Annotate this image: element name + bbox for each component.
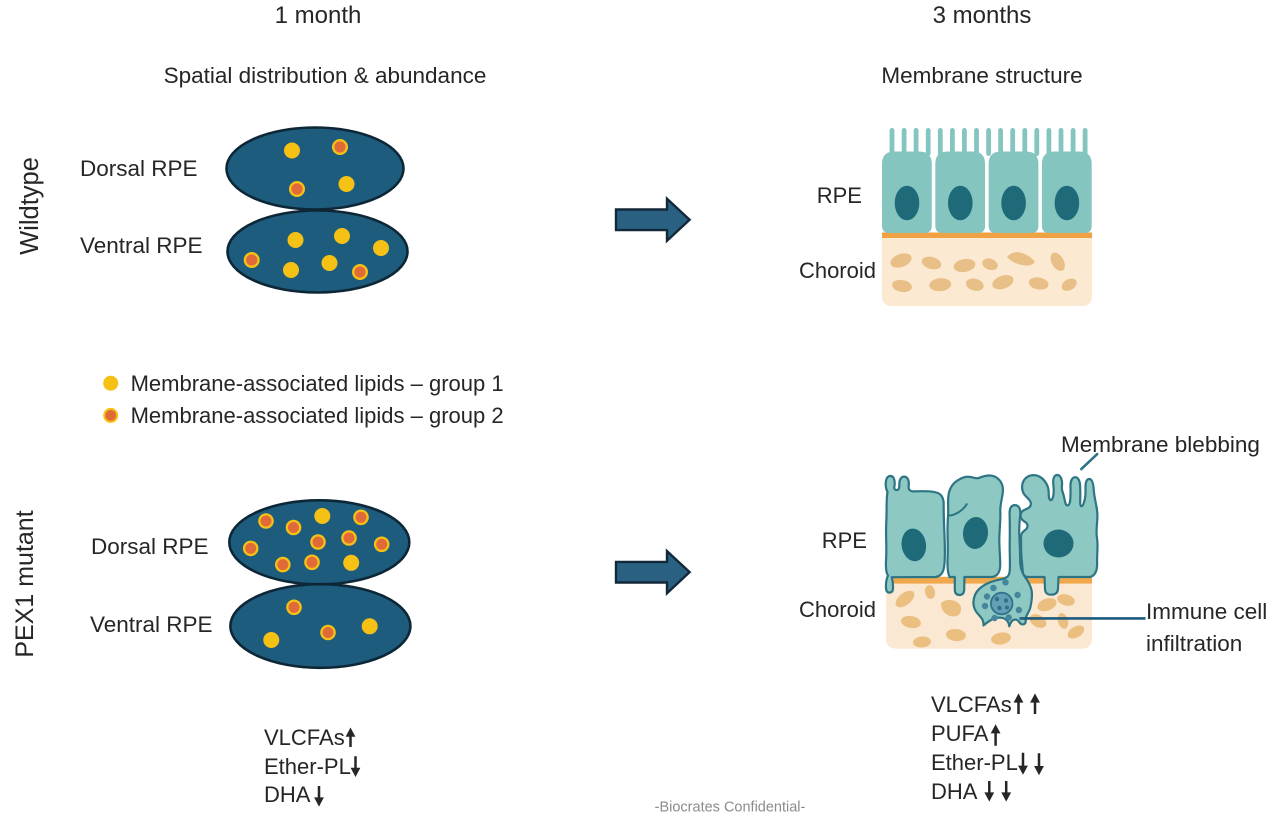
svg-text:RPE: RPE xyxy=(822,528,867,553)
svg-text:Choroid: Choroid xyxy=(799,258,876,283)
svg-text:Immune cell: Immune cell xyxy=(1146,599,1267,624)
svg-text:PEX1 mutant: PEX1 mutant xyxy=(11,510,39,657)
svg-text:Ventral RPE: Ventral RPE xyxy=(90,612,213,637)
svg-text:Dorsal RPE: Dorsal RPE xyxy=(91,534,209,559)
svg-text:Spatial distribution & abundan: Spatial distribution & abundance xyxy=(164,63,487,88)
svg-text:3 months: 3 months xyxy=(933,2,1032,29)
svg-text:-Biocrates Confidential-: -Biocrates Confidential- xyxy=(655,800,806,816)
svg-text:Membrane blebbing: Membrane blebbing xyxy=(1061,432,1260,457)
svg-text:infiltration: infiltration xyxy=(1146,631,1242,656)
svg-text:DHA: DHA xyxy=(931,779,978,804)
svg-text:PUFA: PUFA xyxy=(931,721,989,746)
svg-text:Membrane-associated lipids – g: Membrane-associated lipids – group 2 xyxy=(131,403,504,428)
svg-text:Membrane-associated lipids – g: Membrane-associated lipids – group 1 xyxy=(131,371,504,396)
svg-text:RPE: RPE xyxy=(817,183,862,208)
svg-text:Ether-PL: Ether-PL xyxy=(931,750,1018,775)
svg-text:DHA: DHA xyxy=(264,782,311,807)
svg-text:Membrane structure: Membrane structure xyxy=(881,63,1082,88)
svg-text:Ether-PL: Ether-PL xyxy=(264,754,351,779)
svg-text:VLCFAs: VLCFAs xyxy=(931,692,1012,717)
svg-text:Choroid: Choroid xyxy=(799,597,876,622)
svg-text:Dorsal RPE: Dorsal RPE xyxy=(80,156,198,181)
svg-text:VLCFAs: VLCFAs xyxy=(264,725,345,750)
svg-text:Ventral RPE: Ventral RPE xyxy=(80,233,203,258)
svg-text:Wildtype: Wildtype xyxy=(16,157,44,255)
svg-text:1 month: 1 month xyxy=(275,2,362,29)
